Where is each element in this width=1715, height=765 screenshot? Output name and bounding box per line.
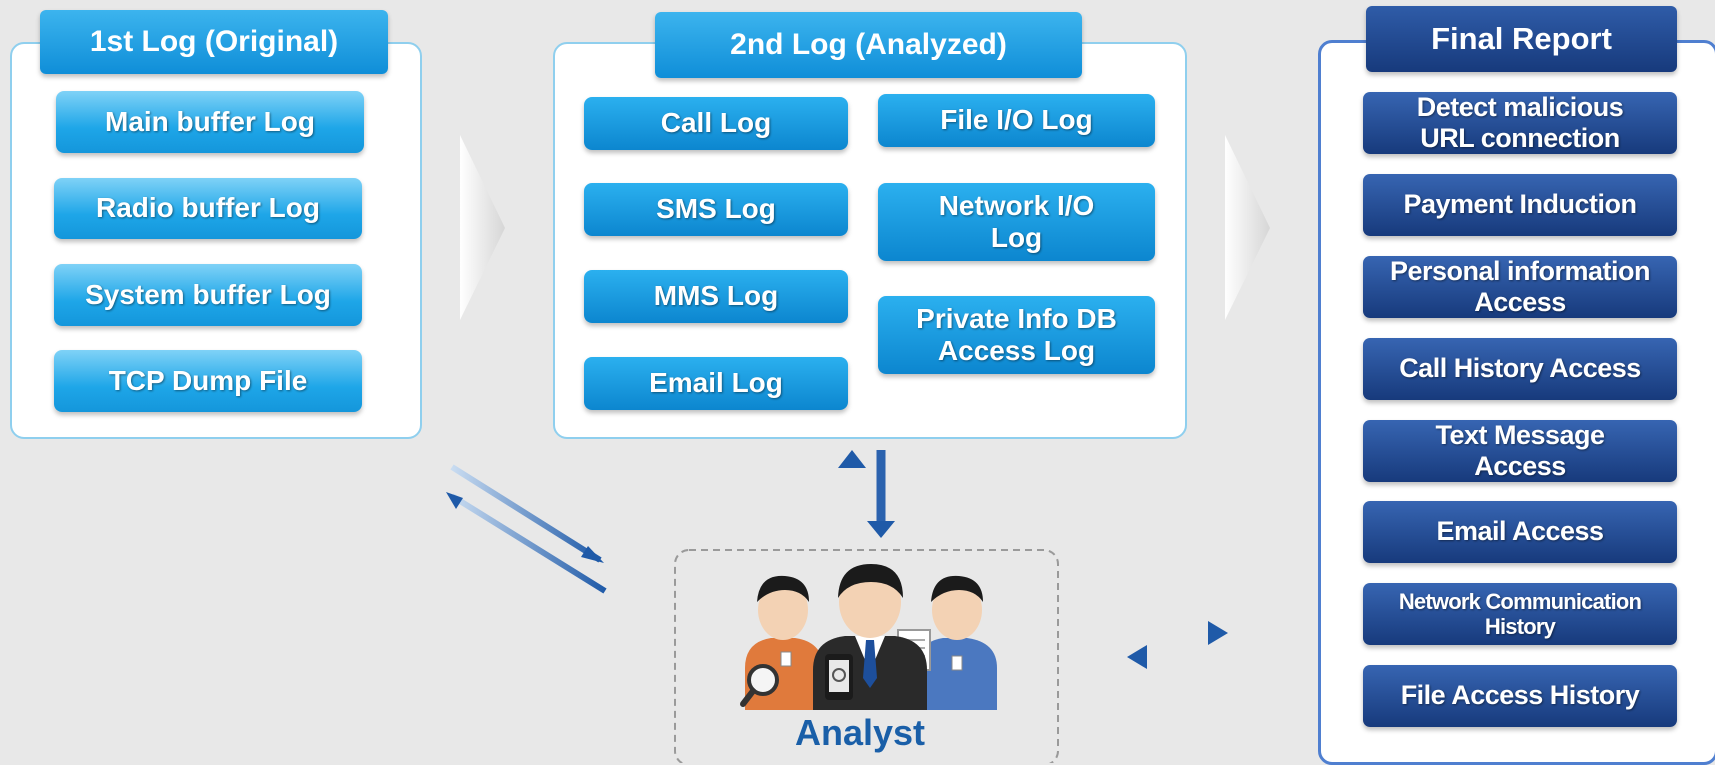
first-log-title: 1st Log (Original) xyxy=(40,10,388,74)
flow-chevron-1 xyxy=(460,135,505,320)
log-item-main-buffer: Main buffer Log xyxy=(56,91,364,153)
log-item-call: Call Log xyxy=(584,97,848,150)
exchange-arrows-right xyxy=(1118,621,1235,669)
report-item-payment-induction: Payment Induction xyxy=(1363,174,1677,236)
report-item-malicious-url: Detect malicious URL connection xyxy=(1363,92,1677,154)
final-report-title: Final Report xyxy=(1366,6,1677,72)
log-item-radio-buffer: Radio buffer Log xyxy=(54,178,362,239)
flow-chevron-2 xyxy=(1225,135,1270,320)
log-item-system-buffer: System buffer Log xyxy=(54,264,362,326)
report-item-email-access: Email Access xyxy=(1363,501,1677,563)
report-item-text-message: Text Message Access xyxy=(1363,420,1677,482)
report-item-network-communication: Network Communication History xyxy=(1363,583,1677,645)
analyst-center-icon xyxy=(813,564,927,710)
report-item-file-access: File Access History xyxy=(1363,665,1677,727)
analyst-area xyxy=(674,549,1059,763)
analyst-left-icon xyxy=(740,575,823,710)
analyst-group-icon xyxy=(740,564,997,710)
log-item-network-io: Network I/O Log xyxy=(878,183,1155,261)
report-item-personal-info: Personal information Access xyxy=(1363,256,1677,318)
log-item-private-info-db: Private Info DB Access Log xyxy=(878,296,1155,374)
second-log-title: 2nd Log (Analyzed) xyxy=(655,12,1082,78)
analyst-label: Analyst xyxy=(794,712,926,753)
log-item-mms: MMS Log xyxy=(584,270,848,323)
report-item-call-history: Call History Access xyxy=(1363,338,1677,400)
exchange-arrows-middle xyxy=(838,450,895,540)
log-item-sms: SMS Log xyxy=(584,183,848,236)
exchange-arrows-left xyxy=(446,464,607,594)
analyst-right-icon xyxy=(897,575,997,710)
log-item-file-io: File I/O Log xyxy=(878,94,1155,147)
log-item-tcp-dump: TCP Dump File xyxy=(54,350,362,412)
log-item-email: Email Log xyxy=(584,357,848,410)
